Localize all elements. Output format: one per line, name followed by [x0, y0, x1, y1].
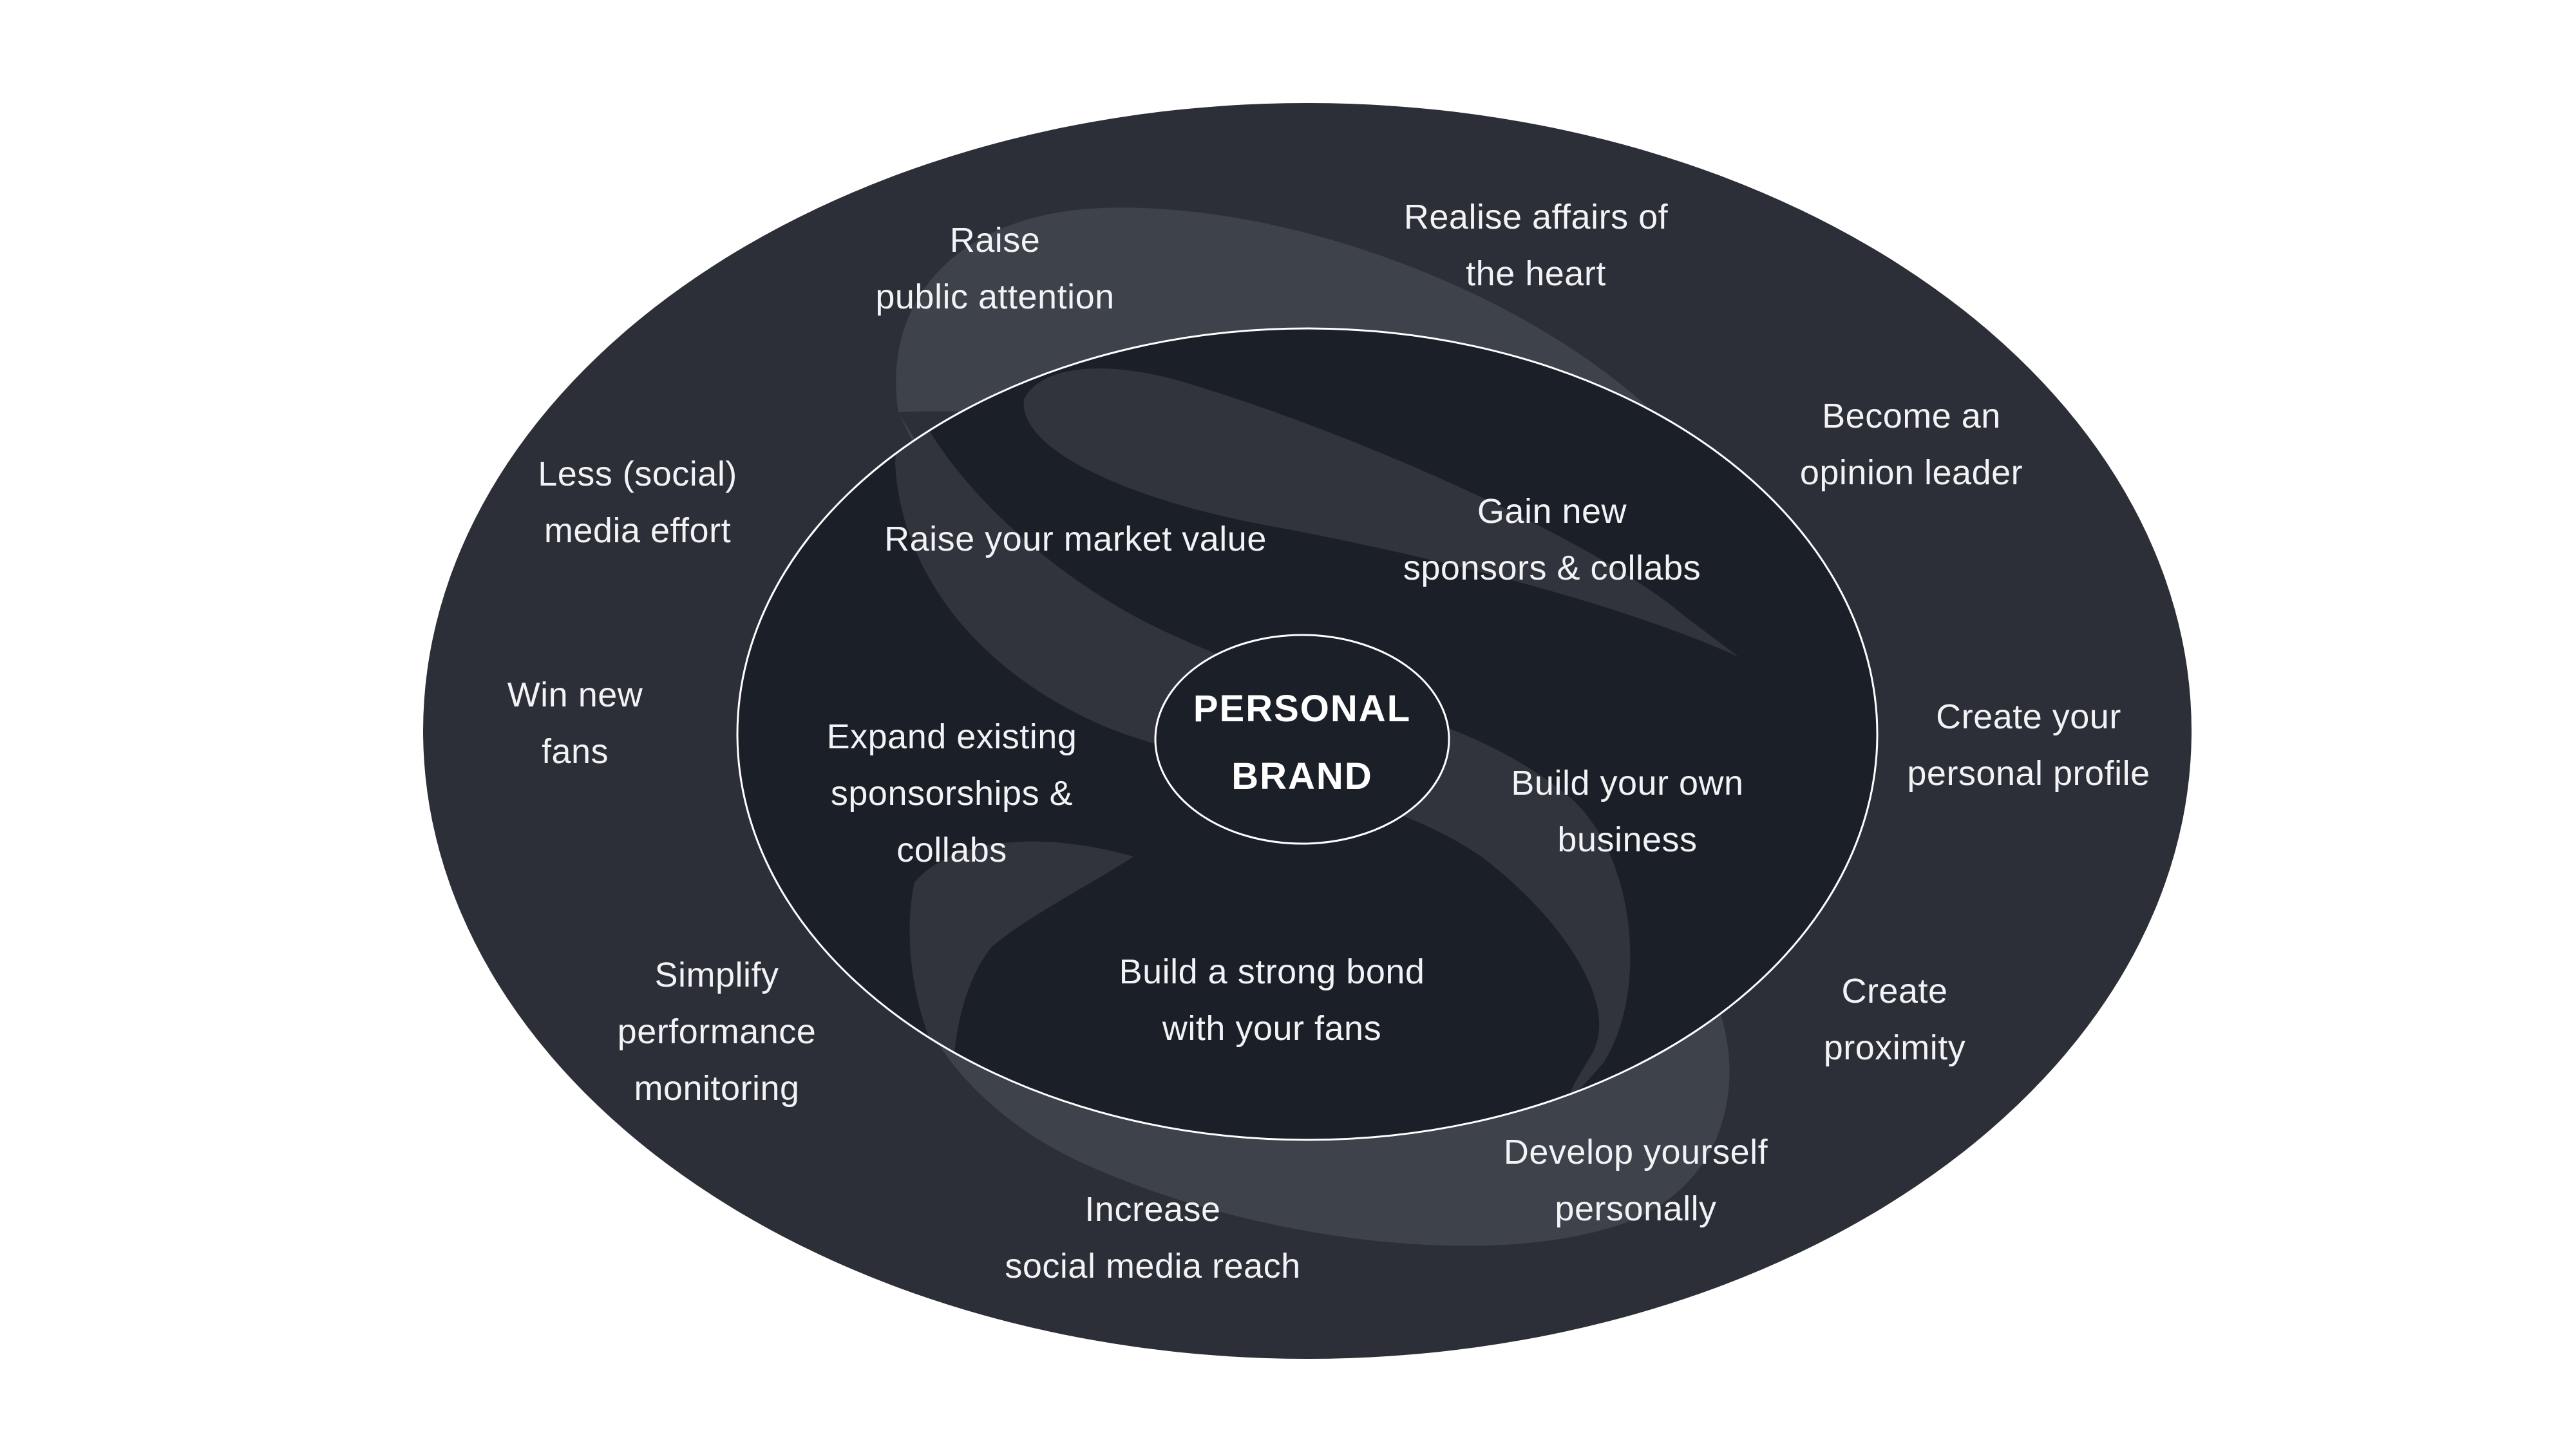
center-ellipse	[1154, 634, 1450, 845]
inner-label-strong-bond: Build a strong bond with your fans	[1119, 943, 1425, 1057]
label-line: Expand existing	[826, 717, 1077, 756]
outer-label-social-reach: Increase social media reach	[1005, 1181, 1300, 1294]
label-line: public attention	[875, 278, 1115, 316]
label-line: performance	[617, 1012, 817, 1051]
label-line: Realise affairs of	[1403, 198, 1669, 236]
inner-label-gain-sponsors: Gain new sponsors & collabs	[1403, 483, 1701, 596]
label-line: collabs	[896, 831, 1007, 869]
label-line: Build a strong bond	[1119, 952, 1425, 991]
label-line: personal profile	[1907, 754, 2150, 793]
label-line: Less (social)	[538, 455, 737, 493]
label-line: Increase	[1084, 1190, 1221, 1229]
label-line: fans	[541, 732, 609, 771]
label-line: Create	[1841, 972, 1948, 1010]
label-line: Gain new	[1477, 492, 1627, 531]
center-label-line: BRAND	[1231, 755, 1373, 797]
label-line: personally	[1555, 1189, 1717, 1228]
outer-label-create-proximity: Create proximity	[1824, 963, 1966, 1076]
label-line: social media reach	[1005, 1247, 1301, 1285]
label-line: sponsors & collabs	[1403, 549, 1701, 587]
label-line: Raise your market value	[884, 520, 1267, 558]
inner-ring-outline	[736, 327, 1879, 1141]
label-line: proximity	[1823, 1028, 1966, 1067]
label-line: the heart	[1466, 254, 1606, 293]
label-line: Raise	[949, 221, 1041, 260]
outer-label-performance-monitoring: Simplify performance monitoring	[618, 947, 817, 1117]
label-line: sponsorships &	[830, 774, 1074, 813]
outer-label-win-fans: Win new fans	[507, 667, 643, 780]
outer-label-less-effort: Less (social) media effort	[538, 446, 737, 559]
label-line: Build your own	[1511, 764, 1744, 802]
label-line: Become an	[1822, 397, 2001, 435]
outer-label-develop-personally: Develop yourself personally	[1504, 1124, 1768, 1237]
outer-label-affairs-of-heart: Realise affairs of the heart	[1404, 189, 1668, 302]
center-label-line: PERSONAL	[1193, 688, 1412, 730]
label-line: media effort	[544, 511, 732, 550]
outer-label-public-attention: Raise public attention	[875, 212, 1114, 325]
label-line: with your fans	[1162, 1009, 1382, 1048]
label-line: Win new	[507, 676, 643, 714]
label-line: Simplify	[654, 956, 779, 994]
label-line: monitoring	[634, 1069, 800, 1108]
label-line: opinion leader	[1799, 453, 2023, 492]
inner-label-expand-sponsorships: Expand existing sponsorships & collabs	[827, 708, 1077, 878]
inner-label-build-business: Build your own business	[1511, 755, 1743, 868]
outer-label-personal-profile: Create your personal profile	[1907, 688, 2150, 802]
label-line: Develop yourself	[1503, 1133, 1768, 1171]
center-label-personal-brand: PERSONAL BRAND	[1193, 675, 1411, 810]
label-line: Create your	[1936, 697, 2121, 736]
outer-label-opinion-leader: Become an opinion leader	[1800, 388, 2023, 501]
label-line: business	[1557, 820, 1698, 859]
inner-label-raise-market-value: Raise your market value	[884, 511, 1267, 567]
